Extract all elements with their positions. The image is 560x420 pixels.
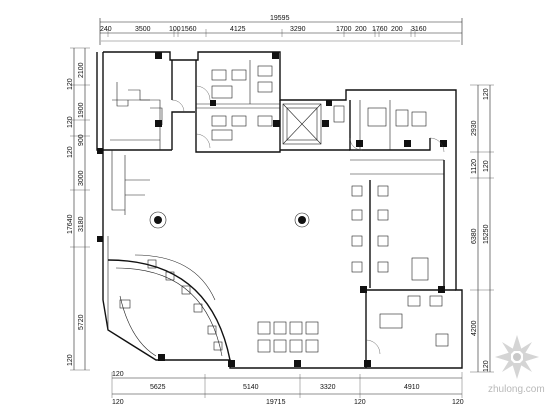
bottom-seg-4: 4910	[404, 384, 420, 391]
bottom-small-2: 120	[112, 399, 124, 406]
bottom-seg-1: 5625	[150, 384, 166, 391]
staircase	[110, 82, 163, 215]
left-seg-1: 2100	[78, 62, 85, 78]
right-seg-3: 6380	[471, 228, 478, 244]
top-seg-8: 200	[355, 26, 367, 33]
interior-walls	[103, 60, 456, 368]
left-small-1: 120	[67, 78, 74, 90]
top-seg-5: 4125	[230, 26, 246, 33]
top-seg-6: 3290	[290, 26, 306, 33]
top-seg-1: 240	[100, 26, 112, 33]
furniture	[119, 65, 449, 353]
top-seg-9: 1760	[372, 26, 388, 33]
right-total-dimension: 15250	[483, 224, 490, 244]
left-dimension-chain: 120 2100 1900 120 900 120 3000 3180 1764…	[67, 47, 90, 371]
top-seg-3: 100	[169, 26, 181, 33]
right-small-3: 120	[483, 360, 490, 372]
left-small-4: 120	[67, 354, 74, 366]
bottom-total-dimension: 19715	[266, 399, 286, 406]
curved-meeting-room	[107, 254, 231, 361]
left-small-2: 120	[67, 116, 74, 128]
watermark-logo: zhulong.com	[488, 335, 545, 395]
right-dimension-chain: 120 2930 1120 120 6380 15250 4200 120	[470, 84, 494, 373]
left-seg-6: 5720	[78, 314, 85, 330]
bottom-seg-3: 3320	[320, 384, 336, 391]
bottom-seg-2: 5140	[243, 384, 259, 391]
top-seg-11: 3160	[411, 26, 427, 33]
top-seg-4: 1560	[181, 26, 197, 33]
bottom-small-4: 120	[452, 399, 464, 406]
bottom-small-1: 120	[112, 371, 124, 378]
left-total-dimension: 17640	[67, 214, 74, 234]
left-seg-3: 900	[78, 134, 85, 146]
top-seg-7: 1700	[336, 26, 352, 33]
top-total-dimension: 19595	[270, 15, 290, 22]
watermark-text: zhulong.com	[488, 384, 545, 395]
top-seg-10: 200	[391, 26, 403, 33]
top-seg-2: 3500	[135, 26, 151, 33]
bottom-dimension-chain: 120 5625 5140 3320 4910 120 19715 120 12…	[111, 371, 464, 406]
left-small-3: 120	[67, 146, 74, 158]
right-small-1: 120	[483, 88, 490, 100]
door-swings	[171, 85, 445, 355]
left-seg-4: 3000	[78, 170, 85, 186]
structural-columns	[97, 52, 447, 367]
right-seg-2: 1120	[471, 159, 478, 174]
sofa-group	[257, 321, 319, 353]
right-seg-1: 2930	[471, 120, 478, 136]
right-small-2: 120	[483, 160, 490, 172]
left-seg-5: 3180	[78, 216, 85, 232]
top-dimension-chain: 19595 240 3500 100 1560 4125 3290 1700 2…	[99, 15, 463, 45]
outer-walls	[96, 51, 463, 369]
left-seg-2: 1900	[78, 102, 85, 118]
elevator-shaft	[282, 103, 322, 145]
right-seg-4: 4200	[471, 320, 478, 336]
bottom-small-3: 120	[354, 399, 366, 406]
